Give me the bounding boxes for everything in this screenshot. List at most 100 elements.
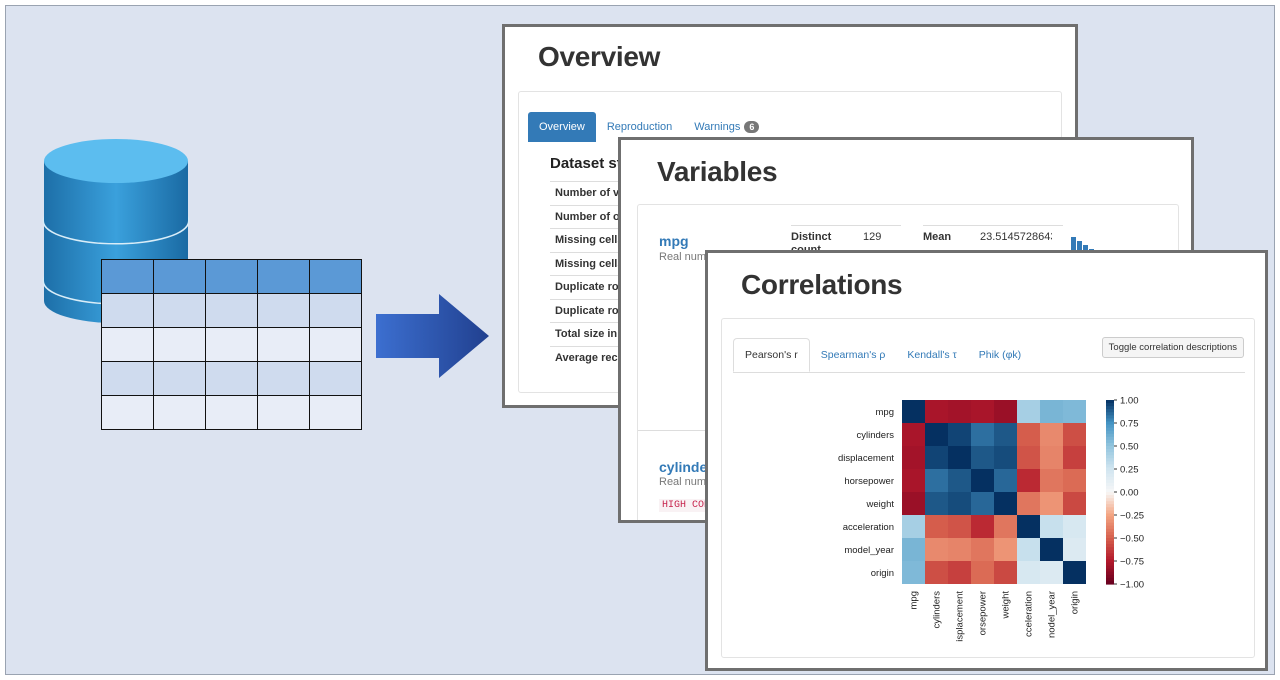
heatmap-cell [1063, 469, 1086, 492]
colorbar-segment [1106, 574, 1114, 579]
heatmap-cell [925, 561, 948, 584]
heatmap-cell [1040, 423, 1063, 446]
column-tick-label: cceleration [1024, 591, 1035, 637]
heatmap-cell [902, 423, 925, 446]
tab-spearman[interactable]: Spearman's ρ [820, 349, 886, 361]
colorbar-segment [1106, 482, 1114, 487]
colorbar-segment [1106, 473, 1114, 478]
heatmap-cell [1017, 400, 1040, 423]
colorbar-segment [1106, 498, 1114, 502]
overview-title: Overview [538, 41, 661, 72]
tab-phik[interactable]: Phik (φk) [978, 349, 1022, 361]
heatmap-cell [994, 446, 1017, 469]
heatmap-cell [948, 469, 971, 492]
colorbar-segment [1106, 507, 1114, 511]
colorbar-tick-label: −1.00 [1120, 580, 1144, 591]
column-tick-label: nodel_year [1047, 591, 1058, 638]
colorbar-segment [1106, 550, 1114, 554]
colorbar-segment [1106, 485, 1114, 490]
colorbar-segment [1106, 525, 1114, 530]
row-tick-label: horsepower [844, 476, 894, 487]
heatmap-cell [1017, 515, 1040, 538]
variable-name-cylinders[interactable]: cylinder [659, 459, 713, 475]
table-icon [101, 259, 362, 430]
heatmap-cell [971, 423, 994, 446]
colorbar-segment [1106, 455, 1114, 459]
mean-stats: Mean 23.5145728643 [923, 225, 1063, 249]
column-tick-label: origin [1070, 591, 1081, 614]
colorbar-segment [1106, 541, 1114, 545]
colorbar-segment [1106, 418, 1114, 423]
heatmap-cell [1017, 538, 1040, 561]
colorbar-segment [1106, 553, 1114, 557]
heatmap-cell [994, 492, 1017, 515]
heatmap-cell [971, 446, 994, 469]
tab-reproduction[interactable]: Reproduction [606, 121, 673, 133]
heatmap-cell [1040, 515, 1063, 538]
heatmap-cell [1063, 446, 1086, 469]
heatmap-cell [1063, 423, 1086, 446]
dataset-statistics-table: Number of va Number of ob Missing cells … [550, 181, 750, 369]
row-tick-label: displacement [838, 453, 894, 464]
colorbar-tick-label: −0.50 [1120, 534, 1144, 545]
correlations-card: Pearson's r Spearman's ρ Kendall's τ Phi… [721, 318, 1255, 658]
colorbar-segment [1106, 446, 1114, 450]
variable-name-mpg[interactable]: mpg [659, 233, 689, 249]
mean-label: Mean [923, 231, 952, 243]
heatmap-cell [902, 538, 925, 561]
colorbar-segment [1106, 528, 1114, 533]
heatmap-cell [948, 446, 971, 469]
heatmap-cell [948, 492, 971, 515]
heatmap-cell [1063, 400, 1086, 423]
heatmap-cell [948, 515, 971, 538]
tab-overview[interactable]: Overview [528, 112, 596, 142]
row-tick-label: origin [871, 568, 894, 579]
high-correlation-warning-badge: HIGH CORR [659, 499, 720, 512]
heatmap-cell [1040, 400, 1063, 423]
colorbar-segment [1106, 470, 1114, 475]
tab-kendall[interactable]: Kendall's τ [907, 349, 957, 361]
colorbar-segment [1106, 568, 1114, 573]
heatmap-cell [1063, 561, 1086, 584]
heatmap-cell [925, 538, 948, 561]
mean-row: Mean 23.5145728643 [923, 225, 1063, 249]
colorbar-segment [1106, 559, 1114, 564]
colorbar-segment [1106, 415, 1114, 419]
distinct-row: Distinct count 129 [791, 225, 901, 256]
colorbar-segment [1106, 442, 1114, 447]
colorbar-segment [1106, 504, 1114, 508]
heatmap-cell [971, 515, 994, 538]
colorbar-tick-label: 0.50 [1120, 442, 1139, 453]
heatmap-cell [994, 561, 1017, 584]
heatmap-cell [1063, 515, 1086, 538]
colorbar-segment [1106, 467, 1114, 472]
heatmap-cell [902, 469, 925, 492]
toggle-correlation-descriptions-button[interactable]: Toggle correlation descriptions [1101, 337, 1244, 358]
heatmap-cell [925, 423, 948, 446]
colorbar-tick-label: 0.75 [1120, 419, 1139, 430]
heatmap-cell [948, 561, 971, 584]
variables-title: Variables [657, 156, 778, 187]
colorbar-segment [1106, 556, 1114, 561]
heatmap-cell [994, 423, 1017, 446]
heatmap-cell [971, 492, 994, 515]
heatmap-cell [1017, 423, 1040, 446]
colorbar-segment [1106, 565, 1114, 570]
colorbar-segment [1106, 577, 1114, 582]
colorbar-segment [1106, 531, 1114, 536]
heatmap-cell [925, 446, 948, 469]
colorbar-segment [1106, 427, 1114, 432]
row-tick-label: weight [866, 499, 895, 510]
column-tick-label: mpg [909, 591, 920, 609]
tab-pearson[interactable]: Pearson's r [733, 338, 810, 372]
colorbar-segment [1106, 488, 1114, 493]
colorbar-tick-label: −0.25 [1120, 511, 1144, 522]
heatmap-cell [1040, 561, 1063, 584]
colorbar-segment [1106, 436, 1114, 441]
colorbar-tick-label: 1.00 [1120, 396, 1139, 407]
distinct-stats: Distinct count 129 [791, 225, 901, 256]
correlations-title: Correlations [741, 269, 903, 300]
